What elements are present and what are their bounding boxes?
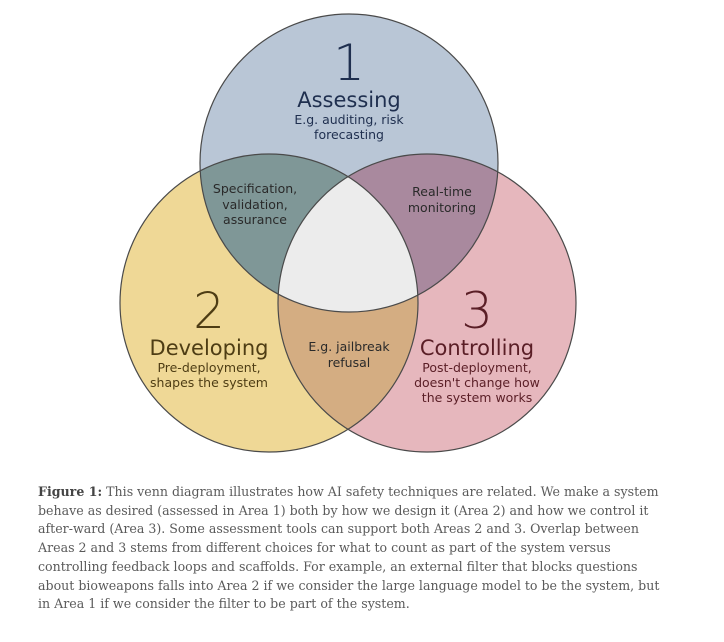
area-1-label: 1 Assessing E.g. auditing, risk forecast… [294, 38, 403, 142]
area-2-sub-line1: Pre-deployment, [157, 360, 261, 376]
area-2-sub-line2: shapes the system [150, 375, 268, 391]
area-2-label: 2 Developing Pre-deployment, shapes the … [150, 286, 269, 390]
figure-caption: Figure 1: This venn diagram illustrates … [38, 483, 670, 614]
center-region [278, 154, 418, 312]
venn-svg [119, 13, 577, 453]
area-1-sub-line1: E.g. auditing, risk [294, 112, 404, 128]
area-1-title: Assessing [297, 88, 401, 112]
area-3-sub-line2: doesn't change how [414, 375, 540, 391]
overlap-2-3-label: E.g. jailbreak refusal [308, 339, 389, 370]
caption-text: This venn diagram illustrates how AI saf… [38, 484, 660, 612]
area-3-title: Controlling [419, 336, 535, 360]
overlap-1-3-label: Real-time monitoring [408, 184, 476, 215]
venn-diagram: 1 Assessing E.g. auditing, risk forecast… [119, 13, 577, 453]
area-3-sub-line1: Post-deployment, [422, 360, 532, 376]
area-2-number: 2 [193, 282, 225, 340]
overlap-1-2-label: Specification, validation, assurance [213, 181, 297, 228]
overlap-2-3-line2: refusal [327, 354, 371, 370]
area-1-number: 1 [333, 34, 365, 92]
area-3-number: 3 [461, 282, 493, 340]
overlap-2-3-line1: E.g. jailbreak [308, 339, 390, 354]
overlap-1-3-line1: Real-time [412, 184, 472, 199]
caption-label: Figure 1: [38, 484, 103, 499]
overlap-1-3-line2: monitoring [407, 199, 477, 215]
area-2-title: Developing [149, 336, 269, 360]
overlap-1-2-line3: assurance [223, 212, 287, 228]
overlap-1-2-line2: validation, [222, 196, 288, 212]
overlap-1-2-line1: Specification, [212, 181, 298, 196]
area-3-label: 3 Controlling Post-deployment, doesn't c… [414, 286, 540, 405]
area-3-sub-line3: the system works [421, 390, 533, 406]
circle-outlines [119, 13, 577, 453]
area-1-sub-line2: forecasting [314, 127, 384, 143]
